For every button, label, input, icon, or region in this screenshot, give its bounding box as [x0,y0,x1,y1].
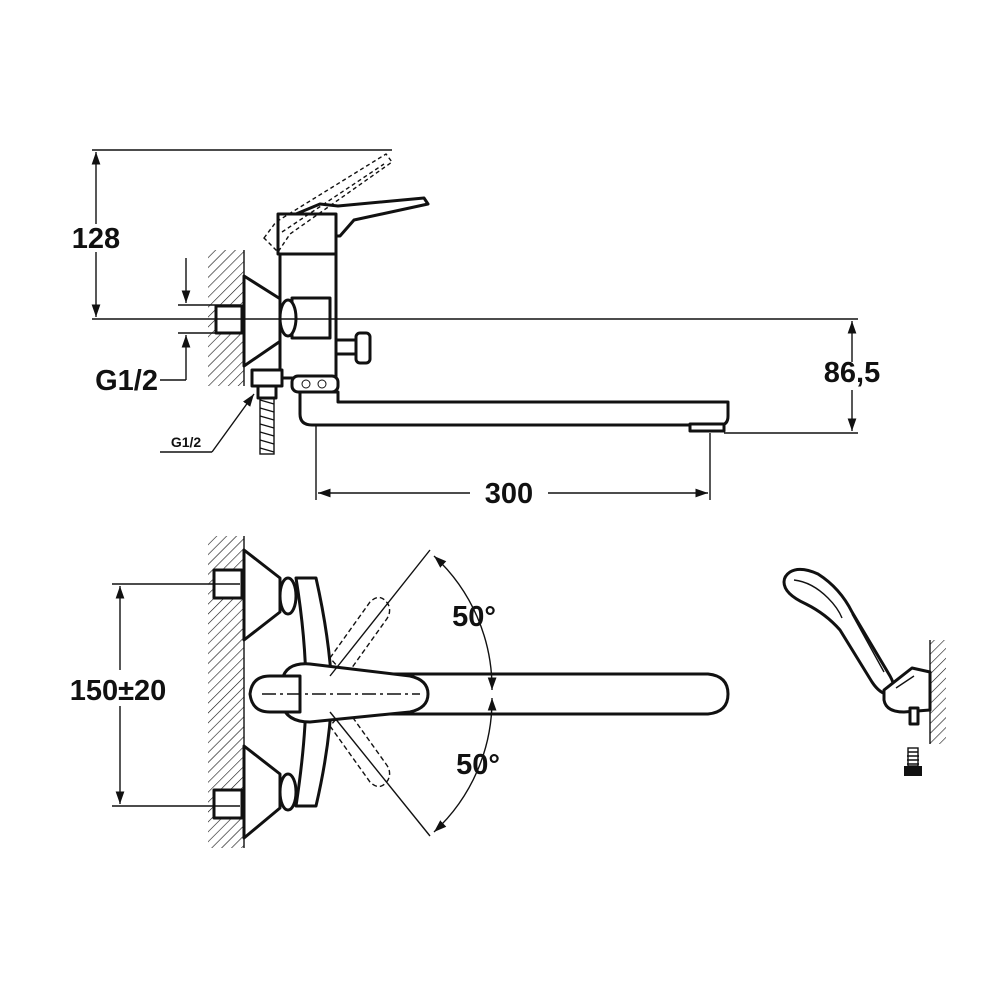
dim-inlet-spacing: 150±20 [70,675,167,707]
dim-spout-length: 300 [485,478,533,510]
dim-shower-thread: G1/2 [171,434,202,450]
lever-handle-top [280,662,430,724]
shower-hose-connector [250,368,284,455]
top-view: 50° 50° 150±20 [70,536,730,848]
dim-angle-upper: 50° [452,601,496,633]
shower-head [782,567,895,696]
shower-holder [882,666,932,714]
side-view: 128 G1/2 G1/2 86,5 300 [72,149,880,510]
hand-shower-detail [782,567,946,776]
dim-handle-height: 128 [72,223,120,255]
mounting-screw [904,706,922,776]
dim-spout-drop: 86,5 [824,357,880,389]
spout-side [298,390,730,427]
diverter-knob-side [334,331,372,365]
spout-top [328,672,730,716]
wall-hatch-shower [930,640,946,744]
dim-angle-lower: 50° [456,749,500,781]
eccentric-side [242,274,284,368]
dim-inlet-thread: G1/2 [95,365,158,397]
lever-handle-side [263,153,430,256]
